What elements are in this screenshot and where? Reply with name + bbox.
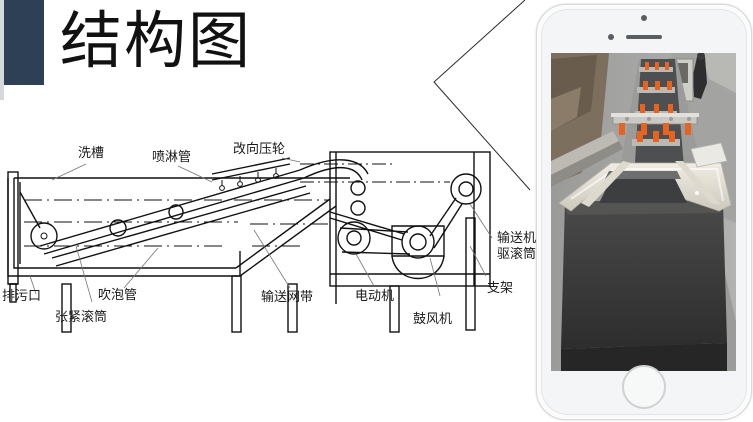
phone-screen bbox=[551, 53, 736, 371]
label-deflection-wheel: 改向压轮 bbox=[233, 142, 286, 157]
phone-speaker-icon bbox=[626, 35, 662, 39]
label-blower: 鼓风机 bbox=[413, 312, 453, 327]
phone-home-button[interactable] bbox=[622, 365, 666, 409]
label-motor: 电动机 bbox=[355, 289, 395, 304]
label-bubble-pipe: 吹泡管 bbox=[98, 288, 138, 303]
label-wash-tank: 洗槽 bbox=[78, 146, 105, 161]
chevron-pointer-icon bbox=[433, 0, 531, 191]
label-spray-pipe: 喷淋管 bbox=[152, 150, 192, 165]
title-bar-edge bbox=[0, 0, 4, 100]
label-support-frame: 支架 bbox=[487, 281, 514, 296]
label-drain-outlet: 排污口 bbox=[2, 289, 42, 304]
title-accent-bar bbox=[4, 0, 44, 85]
label-drive-roller-line2: 驱滚筒 bbox=[497, 247, 537, 262]
phone-sensor-icon bbox=[641, 15, 647, 21]
label-drive-roller-line1: 输送机 bbox=[497, 231, 537, 246]
page-title: 结构图 bbox=[60, 4, 253, 77]
label-mesh-belt: 输送网带 bbox=[261, 290, 314, 305]
phone-camera-icon bbox=[608, 34, 614, 40]
label-tension-roller: 张紧滚筒 bbox=[55, 310, 108, 325]
machine-structure-diagram bbox=[7, 151, 493, 333]
machine-photo bbox=[551, 53, 736, 371]
phone-mockup bbox=[536, 4, 752, 420]
